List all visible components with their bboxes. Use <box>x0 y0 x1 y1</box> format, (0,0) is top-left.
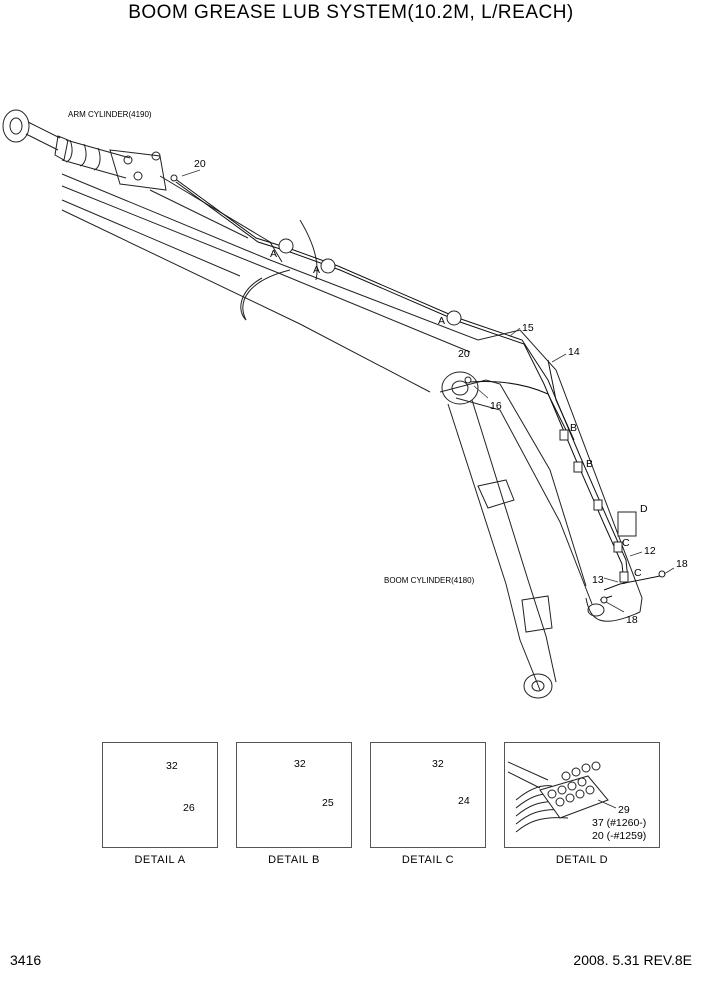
detail-d-part-label: 20 (-#1259) <box>592 830 647 842</box>
part-20-label: 20 <box>458 348 470 360</box>
clamp-b-label: B <box>586 458 594 470</box>
part-18-label: 18 <box>626 614 638 626</box>
detail-b-clamp-label: 25 <box>322 797 334 809</box>
clamp-a-label: A <box>438 315 446 327</box>
detail-a-bolt-label: 32 <box>166 760 178 772</box>
clamp-a-label: A <box>313 264 321 276</box>
boom-cylinder-drawing <box>441 371 557 699</box>
grease-hose-lines <box>173 177 661 601</box>
part-14-label: 14 <box>568 346 580 358</box>
detail-a-box <box>102 742 218 848</box>
detail-d-part-label: 37 (#1260-) <box>592 817 647 829</box>
detail-b-box <box>236 742 352 848</box>
revision-date: 2008. 5.31 REV.8E <box>573 952 692 968</box>
detail-d-box <box>504 742 660 848</box>
part-20-label: 20 <box>194 158 206 170</box>
page-number: 3416 <box>10 952 42 968</box>
leader-lines <box>181 169 675 613</box>
detail-a-clamp-label: 26 <box>183 802 195 814</box>
detail-c-clamp-label: 24 <box>458 795 470 807</box>
page-title: BOOM GREASE LUB SYSTEM(10.2M, L/REACH) <box>128 2 574 23</box>
detail-d-drawing <box>507 761 617 833</box>
detail-a-caption: DETAIL A <box>134 854 186 866</box>
detail-c-caption: DETAIL C <box>401 854 455 866</box>
detail-c-box <box>370 742 486 848</box>
clamp-c-label: C <box>622 537 630 549</box>
clamp-markers <box>170 174 666 604</box>
clamp-a-label: A <box>270 248 278 260</box>
arm-cylinder-drawing <box>2 109 167 191</box>
part-18-label: 18 <box>676 558 688 570</box>
part-13-label: 13 <box>592 574 604 586</box>
part-12-label: 12 <box>644 545 656 557</box>
detail-d-caption: DETAIL D <box>555 854 609 866</box>
detail-c-bolt-label: 32 <box>432 758 444 770</box>
detail-b-bolt-label: 32 <box>294 758 306 770</box>
block-d-label: D <box>640 503 648 515</box>
clamp-b-label: B <box>570 422 578 434</box>
arm-cylinder-label: ARM CYLINDER(4190) <box>68 110 152 119</box>
boom-cylinder-label: BOOM CYLINDER(4180) <box>384 576 475 585</box>
detail-d-part-label: 29 <box>618 804 630 816</box>
detail-b-caption: DETAIL B <box>268 854 320 866</box>
clamp-c-label: C <box>634 567 642 579</box>
part-15-label: 15 <box>522 322 534 334</box>
part-16-label: 16 <box>490 400 502 412</box>
